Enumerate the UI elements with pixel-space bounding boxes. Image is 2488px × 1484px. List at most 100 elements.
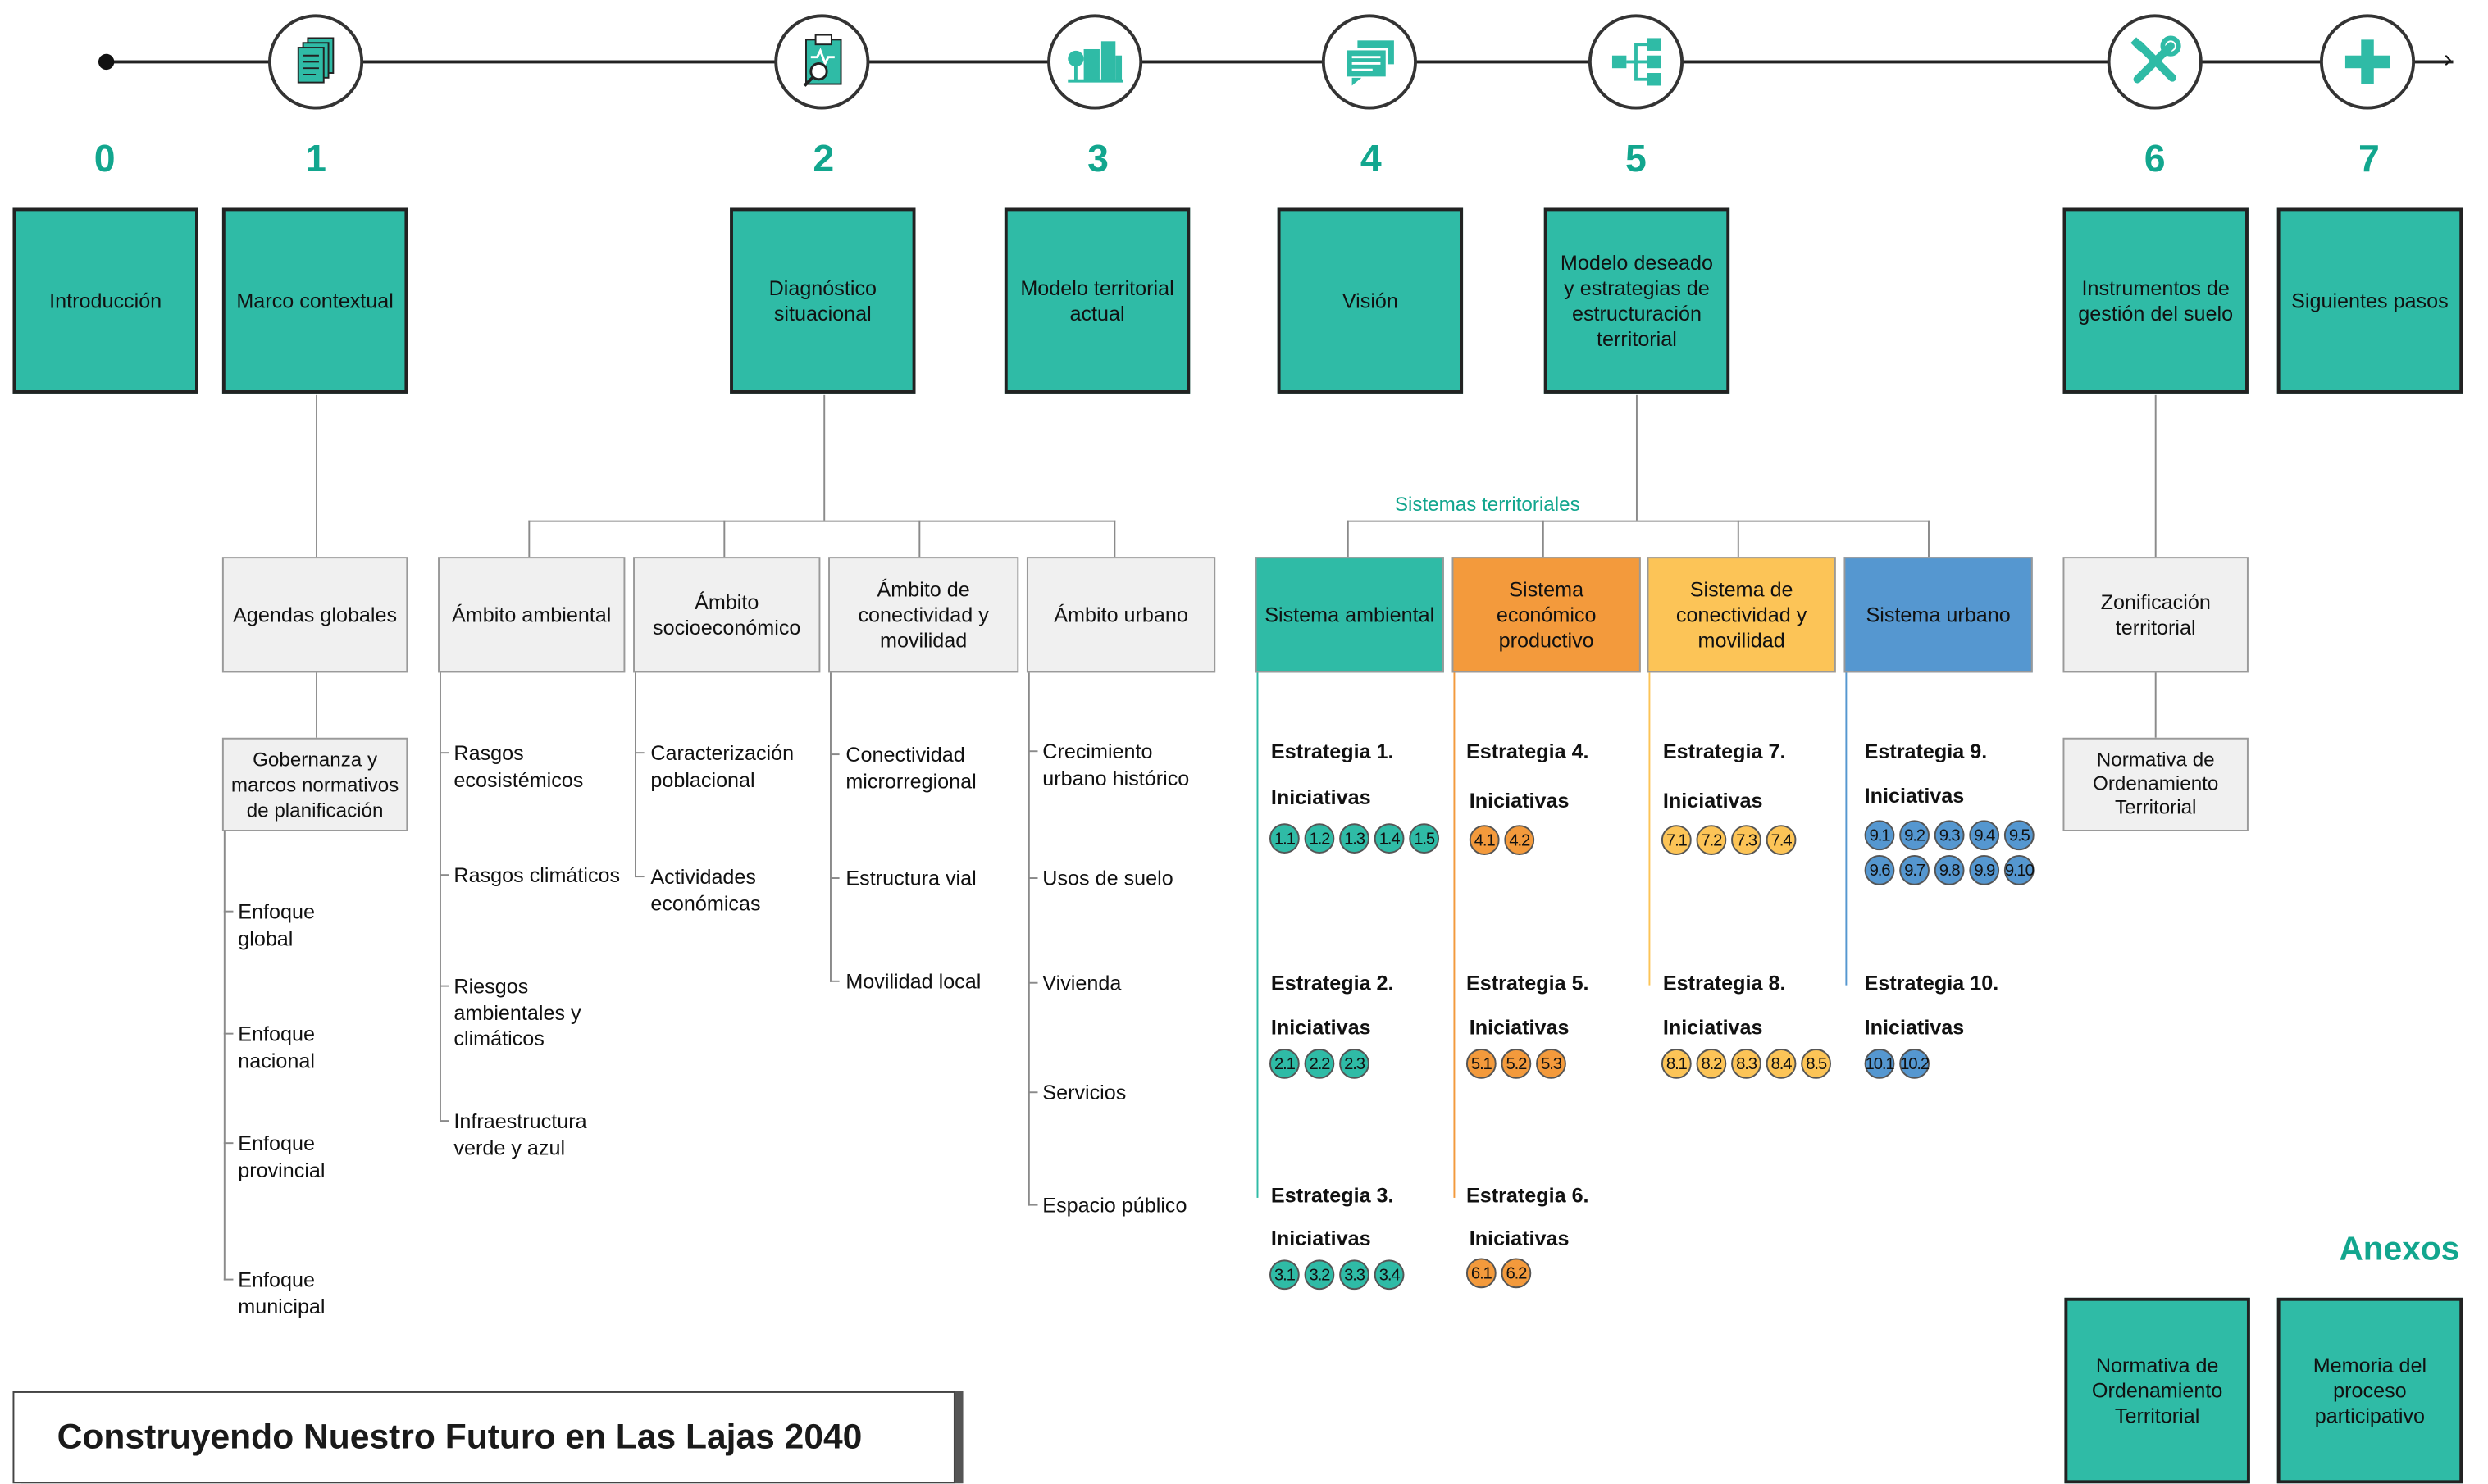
connector — [635, 876, 645, 878]
sistema-urbano-box: Sistema urbano — [1843, 557, 2033, 673]
initiative-dot: 8.4 — [1766, 1049, 1797, 1079]
connector — [830, 672, 832, 982]
urbano-item: Crecimiento urbano histórico — [1042, 739, 1190, 790]
initiative-dot: 8.1 — [1661, 1049, 1692, 1079]
hierarchy-icon — [1588, 14, 1684, 110]
connector — [316, 394, 317, 558]
timeline-arrow-icon: › — [2443, 46, 2453, 74]
initiative-dot: 3.3 — [1339, 1259, 1369, 1291]
initiative-dot: 5.3 — [1536, 1049, 1566, 1079]
initiatives-label: Iniciativas — [1270, 1226, 1371, 1250]
initiative-dot: 9.4 — [1969, 820, 2000, 851]
initiatives-label: Iniciativas — [1270, 785, 1371, 809]
conectividad-item: Estructura vial — [845, 866, 977, 890]
connector — [1028, 877, 1038, 879]
initiative-dot: 10.1 — [1864, 1049, 1895, 1079]
connector — [1845, 672, 1848, 986]
step-box-marco-contextual: Marco contextual — [221, 207, 408, 394]
step-box-instrumentos: Instrumentos de gestión del suelo — [2062, 207, 2249, 394]
socioeconomico-item: Caracterización poblacional — [650, 740, 795, 791]
step-box-siguientes: Siguientes pasos — [2276, 207, 2463, 394]
connector — [2154, 672, 2157, 738]
ambiental-item: Rasgos ecosistémicos — [453, 740, 584, 791]
initiative-dot: 5.1 — [1465, 1049, 1497, 1079]
connector — [1737, 520, 1739, 558]
initiative-dot: 3.2 — [1304, 1259, 1335, 1291]
timeline-axis — [104, 60, 2454, 63]
anexos-heading: Anexos — [2339, 1231, 2460, 1268]
connector — [439, 1120, 449, 1122]
initiative-dot: 1.2 — [1304, 823, 1335, 854]
initiatives-label: Iniciativas — [1469, 1015, 1570, 1040]
conectividad-item: Movilidad local — [845, 969, 982, 994]
sistemas-territoriales-label: Sistemas territoriales — [1394, 493, 1580, 516]
initiatives-label: Iniciativas — [1469, 788, 1570, 813]
connector — [1114, 520, 1116, 558]
ambiental-item: Rasgos climáticos — [453, 863, 621, 887]
connector — [830, 877, 840, 879]
initiative-dot: 7.4 — [1766, 825, 1797, 855]
step-number-7: 7 — [2358, 138, 2380, 181]
urbano-item: Espacio público — [1042, 1193, 1187, 1218]
socioeconomico-item: Actividades económicas — [650, 864, 761, 915]
connector — [918, 520, 921, 558]
initiative-dot: 4.2 — [1504, 825, 1535, 855]
connector — [635, 672, 636, 878]
zonificacion-box: Zonificación territorial — [2062, 557, 2249, 673]
initiative-dot: 1.4 — [1374, 823, 1405, 854]
clipboard-magnifier-icon — [774, 14, 870, 110]
strategy-title: Estrategia 5. — [1465, 971, 1589, 995]
connector — [1928, 520, 1930, 558]
connector — [830, 753, 840, 756]
initiative-dot: 2.3 — [1339, 1049, 1369, 1079]
initiative-dot: 1.5 — [1409, 823, 1440, 854]
initiative-dot: 7.2 — [1696, 825, 1727, 855]
speech-bubbles-icon — [1321, 14, 1417, 110]
initiatives-label: Iniciativas — [1662, 788, 1763, 813]
connector — [439, 985, 449, 987]
initiative-dot: 4.1 — [1469, 825, 1500, 855]
initiative-dot: 2.2 — [1304, 1049, 1335, 1079]
initiative-dot: 8.2 — [1696, 1049, 1727, 1079]
connector — [2154, 394, 2157, 558]
connector — [223, 1278, 234, 1281]
connector — [635, 752, 645, 754]
step-number-2: 2 — [813, 138, 835, 181]
ambito-socioeconomico-box: Ámbito socioeconómico — [633, 557, 821, 673]
connector — [223, 910, 234, 913]
connector — [223, 831, 226, 1281]
agendas-globales-box: Agendas globales — [221, 557, 408, 673]
initiative-dot: 1.1 — [1269, 823, 1300, 854]
ambiental-item: Riesgos ambientales y climáticos — [453, 974, 581, 1050]
initiative-dot: 9.5 — [2003, 820, 2035, 851]
strategy-title: Estrategia 10. — [1864, 971, 1999, 995]
initiative-dot: 10.2 — [1899, 1049, 1930, 1079]
connector — [439, 874, 449, 876]
step-number-1: 1 — [305, 138, 326, 181]
initiative-dot: 9.7 — [1899, 854, 1930, 885]
connector — [223, 1032, 234, 1035]
urbano-item: Vivienda — [1042, 971, 1122, 995]
sistema-ambiental-box: Sistema ambiental — [1255, 557, 1444, 673]
enfoque-provincial: Enfoque provincial — [238, 1131, 326, 1181]
connector — [823, 394, 826, 521]
connector — [1028, 672, 1030, 1206]
initiatives-label: Iniciativas — [1864, 1015, 1965, 1040]
step-number-0: 0 — [93, 138, 116, 181]
connector — [439, 752, 449, 754]
initiative-dot: 9.3 — [1934, 820, 1965, 851]
connector — [1028, 750, 1038, 753]
connector — [1648, 672, 1651, 986]
conectividad-item: Conectividad microrregional — [845, 742, 977, 793]
connector — [1028, 1091, 1038, 1094]
